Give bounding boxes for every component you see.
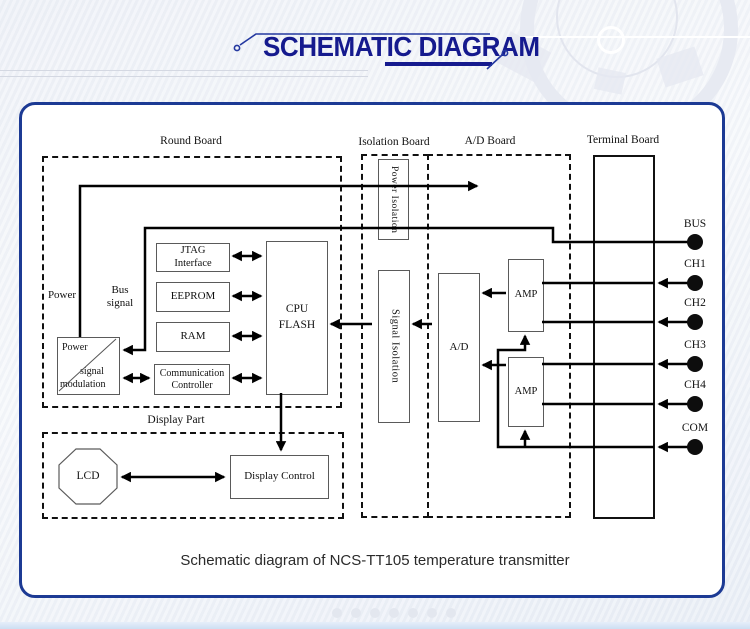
jtag-line2: Interface [174,257,212,269]
isolation-board-label: Isolation Board [358,136,430,148]
cpu-line2: FLASH [278,319,316,331]
display-part-label: Display Part [147,414,205,426]
deco-dot-row [332,608,456,618]
ram-label: RAM [180,330,206,343]
bottom-gradient-strip [0,622,750,629]
terminal-board-label: Terminal Board [586,134,660,146]
power-mod-line3: modulation [60,379,106,390]
diagram-caption: Schematic diagram of NCS-TT105 temperatu… [180,552,570,569]
ad-converter-box: A/D [438,273,480,422]
jtag-interface-box: JTAG Interface [156,243,230,272]
display-control-label: Display Control [244,470,315,483]
amp2-label: AMP [514,385,538,397]
background-line-2 [0,76,368,77]
terminal-label-com: COM [681,422,709,434]
signal-isolation-box: Signal Isolation [378,270,410,423]
bus-annotation-line2: signal [106,297,134,310]
display-part-outline [42,432,344,519]
comm-line2: Controller [171,379,213,391]
bus-signal-annotation: Bus signal [98,284,142,310]
comm-line1: Communication [159,367,225,379]
circuit-deco-node [597,26,625,54]
signal-isolation-label: Signal Isolation [389,309,401,384]
ram-box: RAM [156,322,230,352]
amp1-box: AMP [508,259,544,332]
background-line-1 [0,70,368,71]
power-isolation-label: Power Isolation [389,165,400,234]
title-underline [385,62,492,66]
power-annotation: Power [47,289,77,301]
amp1-label: AMP [514,289,538,301]
background-line-3 [524,36,750,38]
terminal-label-ch1: CH1 [684,258,706,270]
power-signal-modulation-box: Power signal modulation [57,337,120,395]
amp2-box: AMP [508,357,544,427]
jtag-line1: JTAG [180,244,206,256]
power-mod-line2: signal [80,366,104,377]
terminal-label-ch4: CH4 [684,379,706,391]
eeprom-label: EEPROM [170,290,216,303]
terminal-label-ch3: CH3 [684,339,706,351]
cpu-line1: CPU [285,303,309,316]
communication-controller-box: Communication Controller [154,364,230,395]
ad-converter-label: A/D [449,340,469,353]
eeprom-box: EEPROM [156,282,230,312]
round-board-label: Round Board [160,135,222,147]
power-isolation-box: Power Isolation [378,159,409,240]
terminal-board-outline [593,155,655,519]
lcd-label: LCD [76,470,100,482]
bus-annotation-line1: Bus [111,284,129,296]
power-mod-line1: Power [62,342,88,353]
terminal-label-ch2: CH2 [684,297,706,309]
display-control-box: Display Control [230,455,329,499]
cpu-flash-box: CPU FLASH [266,241,328,395]
page-title: SCHEMATIC DIAGRAM [263,31,540,62]
ad-board-label: A/D Board [464,135,516,147]
terminal-label-bus: BUS [683,218,707,230]
